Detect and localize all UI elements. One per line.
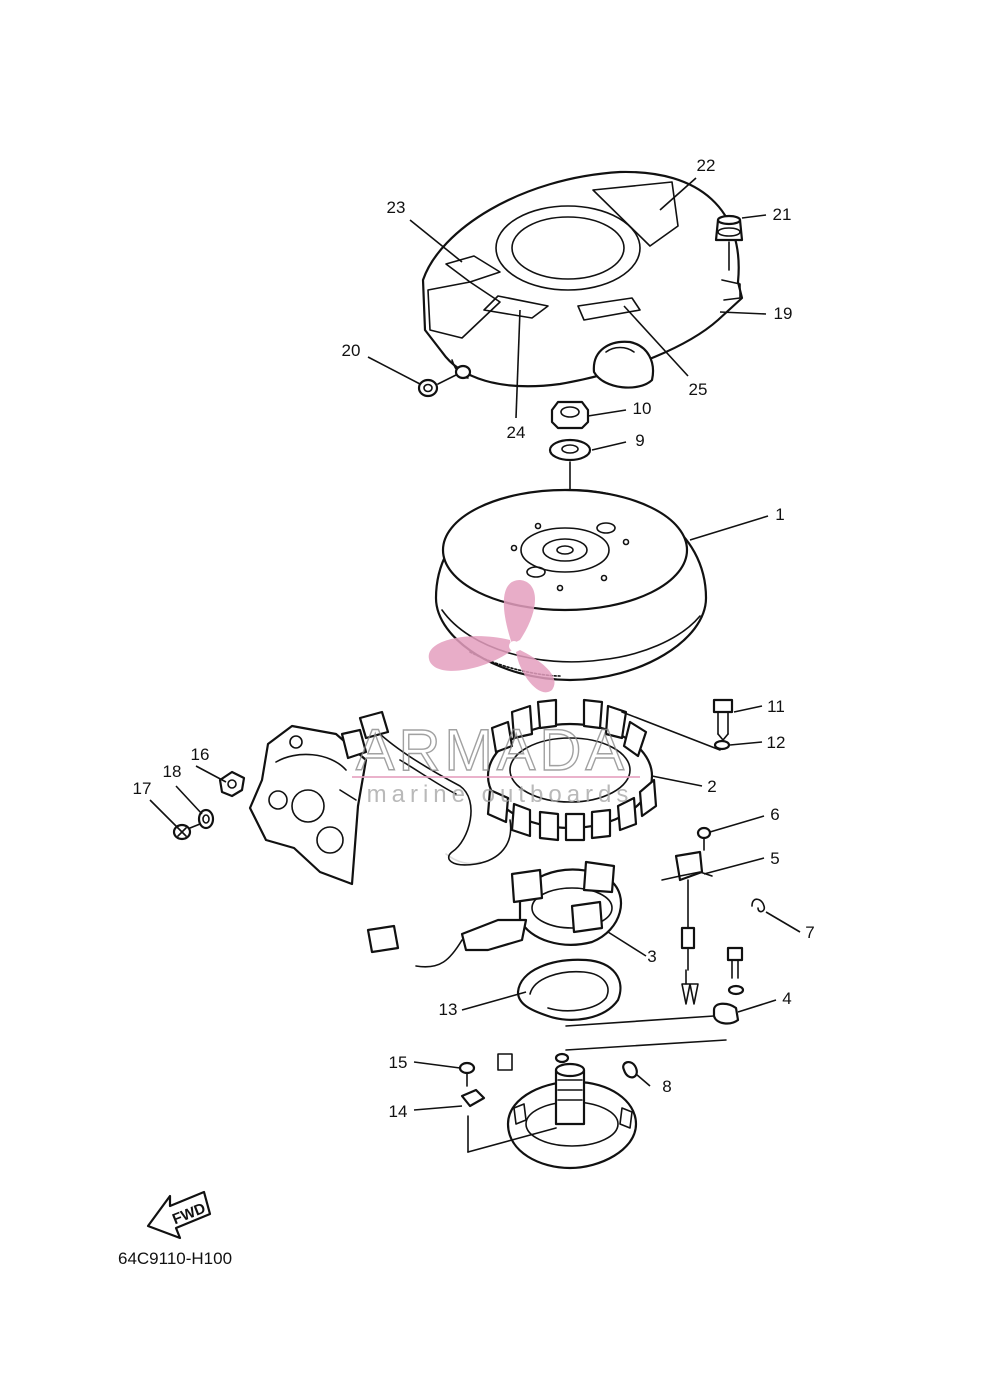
plate-16 — [218, 770, 246, 798]
callout-5: 5 — [770, 849, 779, 868]
pulser-coil — [366, 860, 623, 968]
lead-wire-5 — [661, 850, 713, 1005]
callout-11: 11 — [767, 697, 785, 716]
forward-arrow-icon: FWD — [146, 1190, 212, 1240]
washer-12 — [713, 739, 731, 751]
callout-23: 23 — [387, 198, 406, 217]
nut-10 — [550, 400, 590, 430]
callout-12: 12 — [767, 733, 786, 752]
callout-22: 22 — [697, 156, 716, 175]
diagram-code: 64C9110-H100 — [118, 1249, 232, 1268]
watermark: ARMADA marine outboards — [352, 717, 640, 808]
callout-10: 10 — [633, 399, 652, 418]
callout-17: 17 — [133, 779, 152, 798]
callout-20: 20 — [342, 341, 361, 360]
screw-15 — [458, 1061, 476, 1087]
callout-13: 13 — [439, 1000, 458, 1019]
callout-25: 25 — [689, 380, 708, 399]
callout-7: 7 — [805, 923, 814, 942]
washer-18 — [197, 808, 215, 830]
stator-harness — [340, 710, 512, 866]
clip-7 — [751, 898, 766, 913]
screw-6 — [696, 826, 712, 851]
callout-2: 2 — [707, 777, 716, 796]
callout-8: 8 — [662, 1077, 671, 1096]
bolt-11 — [712, 698, 734, 741]
callout-16: 16 — [191, 745, 210, 764]
flywheel-cover — [421, 170, 744, 389]
grommet-upper-21 — [714, 214, 744, 271]
grommet-side-20 — [417, 364, 472, 398]
watermark-subtitle: marine outboards — [367, 781, 634, 808]
watermark-title: ARMADA — [356, 718, 628, 783]
callout-1: 1 — [775, 505, 784, 524]
bolt-4 — [726, 946, 745, 996]
clamp-14 — [460, 1088, 557, 1153]
callout-6: 6 — [770, 805, 779, 824]
callout-24: 24 — [507, 423, 526, 442]
mounting-bracket — [248, 724, 368, 886]
leader-lines — [149, 177, 801, 1111]
callout-9: 9 — [635, 431, 644, 450]
callout-21: 21 — [773, 205, 792, 224]
retaining-ring-13 — [516, 958, 622, 1021]
callout-19: 19 — [774, 304, 793, 323]
clamp-4 — [565, 1002, 740, 1027]
callout-3: 3 — [647, 947, 656, 966]
callout-15: 15 — [389, 1053, 408, 1072]
callout-4: 4 — [782, 989, 791, 1008]
callout-14: 14 — [389, 1102, 408, 1121]
callout-18: 18 — [163, 762, 182, 781]
callout-labels: 22 21 23 19 20 25 10 24 9 1 11 12 16 2 1… — [133, 156, 815, 1121]
watermark-logo — [428, 580, 555, 693]
stator-base — [497, 1039, 727, 1170]
key-8 — [622, 1061, 638, 1079]
screw-17 — [172, 823, 201, 841]
